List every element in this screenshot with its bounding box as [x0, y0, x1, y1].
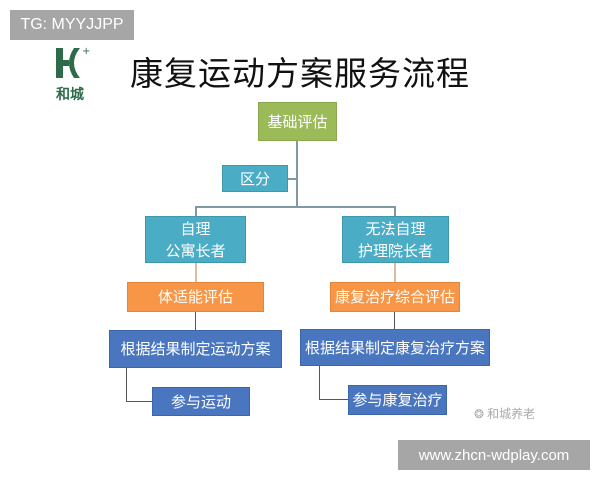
node-fitness-assessment: 体适能评估 [127, 282, 264, 312]
connector [288, 178, 297, 180]
connector [394, 312, 395, 329]
node-basic-assessment: 基础评估 [258, 102, 337, 141]
connector [394, 206, 396, 216]
connector [394, 263, 396, 282]
connector [319, 366, 320, 400]
node-line: 护理院长者 [357, 241, 433, 260]
node-join-rehab: 参与康复治疗 [348, 385, 447, 415]
connector [126, 401, 152, 402]
logo-icon: + [56, 46, 90, 78]
connector [126, 368, 127, 402]
node-nursing-residents: 无法自理 护理院长者 [342, 216, 449, 263]
wechat-icon: ❂ [474, 406, 485, 421]
watermark-bottom: www.zhcn-wdplay.com [398, 440, 590, 470]
logo: + 和城 [48, 44, 92, 102]
source-mark: ❂ 和城养老 [474, 405, 535, 422]
connector [195, 312, 196, 330]
node-line: 公寓长者 [165, 241, 226, 260]
source-mark-text: 和城养老 [487, 407, 536, 421]
connector [296, 141, 298, 208]
connector [195, 206, 197, 216]
node-distinguish: 区分 [222, 165, 288, 192]
connector [195, 263, 197, 282]
watermark-top: TG: MYYJJPP [10, 10, 134, 40]
connector [319, 399, 348, 400]
node-self-care-residents: 自理 公寓长者 [145, 216, 246, 263]
node-join-exercise: 参与运动 [152, 387, 250, 416]
svg-text:+: + [82, 46, 90, 57]
node-exercise-plan: 根据结果制定运动方案 [109, 330, 282, 368]
node-line: 无法自理 [365, 219, 426, 238]
connector [195, 206, 396, 208]
logo-text: 和城 [56, 87, 84, 103]
node-rehab-assessment: 康复治疗综合评估 [330, 282, 460, 312]
page-title: 康复运动方案服务流程 [130, 54, 470, 93]
node-rehab-plan: 根据结果制定康复治疗方案 [300, 329, 490, 366]
node-line: 自理 [180, 219, 211, 238]
